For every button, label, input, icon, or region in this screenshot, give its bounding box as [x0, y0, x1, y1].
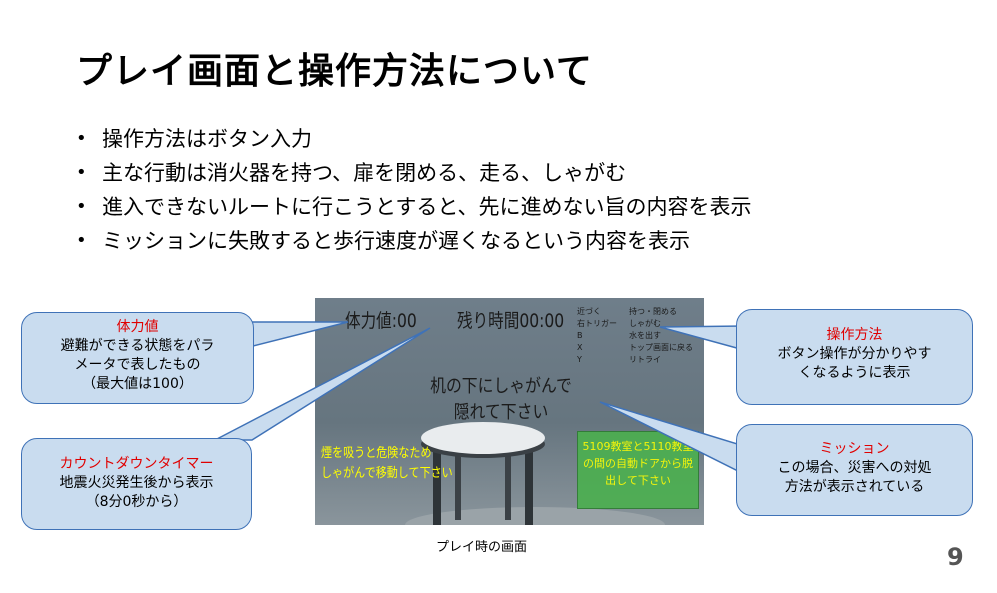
- bullet-icon: •: [76, 196, 87, 217]
- callout-title: 操作方法: [826, 327, 883, 343]
- time-readout: 残り時間00:00: [457, 310, 565, 332]
- desk-illustration: [405, 422, 665, 525]
- bullet-item: •操作方法はボタン入力: [72, 122, 752, 156]
- hp-readout: 体力値:00: [345, 310, 417, 332]
- slide-title: プレイ画面と操作方法について: [76, 51, 593, 92]
- bullet-list: •操作方法はボタン入力 •主な行動は消火器を持つ、扉を閉める、走る、しゃがむ •…: [72, 122, 752, 258]
- hide-under-desk-message: 机の下にしゃがんで 隠れて下さい: [430, 376, 572, 423]
- bullet-item: •進入できないルートに行こうとすると、先に進めない旨の内容を表示: [72, 190, 752, 224]
- callout-title: ミッション: [819, 441, 890, 457]
- bullet-icon: •: [76, 230, 87, 251]
- callout-title: 体力値: [116, 319, 159, 335]
- bullet-icon: •: [76, 128, 87, 149]
- bullet-item: •主な行動は消火器を持つ、扉を閉める、走る、しゃがむ: [72, 156, 752, 190]
- control-row: 右トリガーしゃがむ: [577, 319, 661, 328]
- callout-hp: 体力値 避難ができる状態をパラ メータで表したもの （最大値は100）: [21, 312, 254, 404]
- smoke-warning-message: 煙を吸うと危険なため しゃがんで移動して下さい: [321, 446, 453, 481]
- callout-controls: 操作方法 ボタン操作が分かりやす くなるように表示: [736, 309, 973, 405]
- page-number: 9: [947, 543, 964, 571]
- callout-mission: ミッション この場合、災害への対処 方法が表示されている: [736, 424, 973, 516]
- callout-timer: カウントダウンタイマー 地震火災発生後から表示 （8分0秒から）: [21, 438, 252, 530]
- callout-title: カウントダウンタイマー: [59, 456, 214, 472]
- bullet-icon: •: [76, 162, 87, 183]
- bullet-item: •ミッションに失敗すると歩行速度が遅くなるという内容を表示: [72, 224, 752, 258]
- screenshot-caption: プレイ時の画面: [436, 540, 528, 555]
- mission-panel: 5109教室と5110教室 の間の自動ドアから脱 出して下さい: [577, 431, 699, 509]
- control-row: 近づく持つ・閉める: [577, 307, 677, 316]
